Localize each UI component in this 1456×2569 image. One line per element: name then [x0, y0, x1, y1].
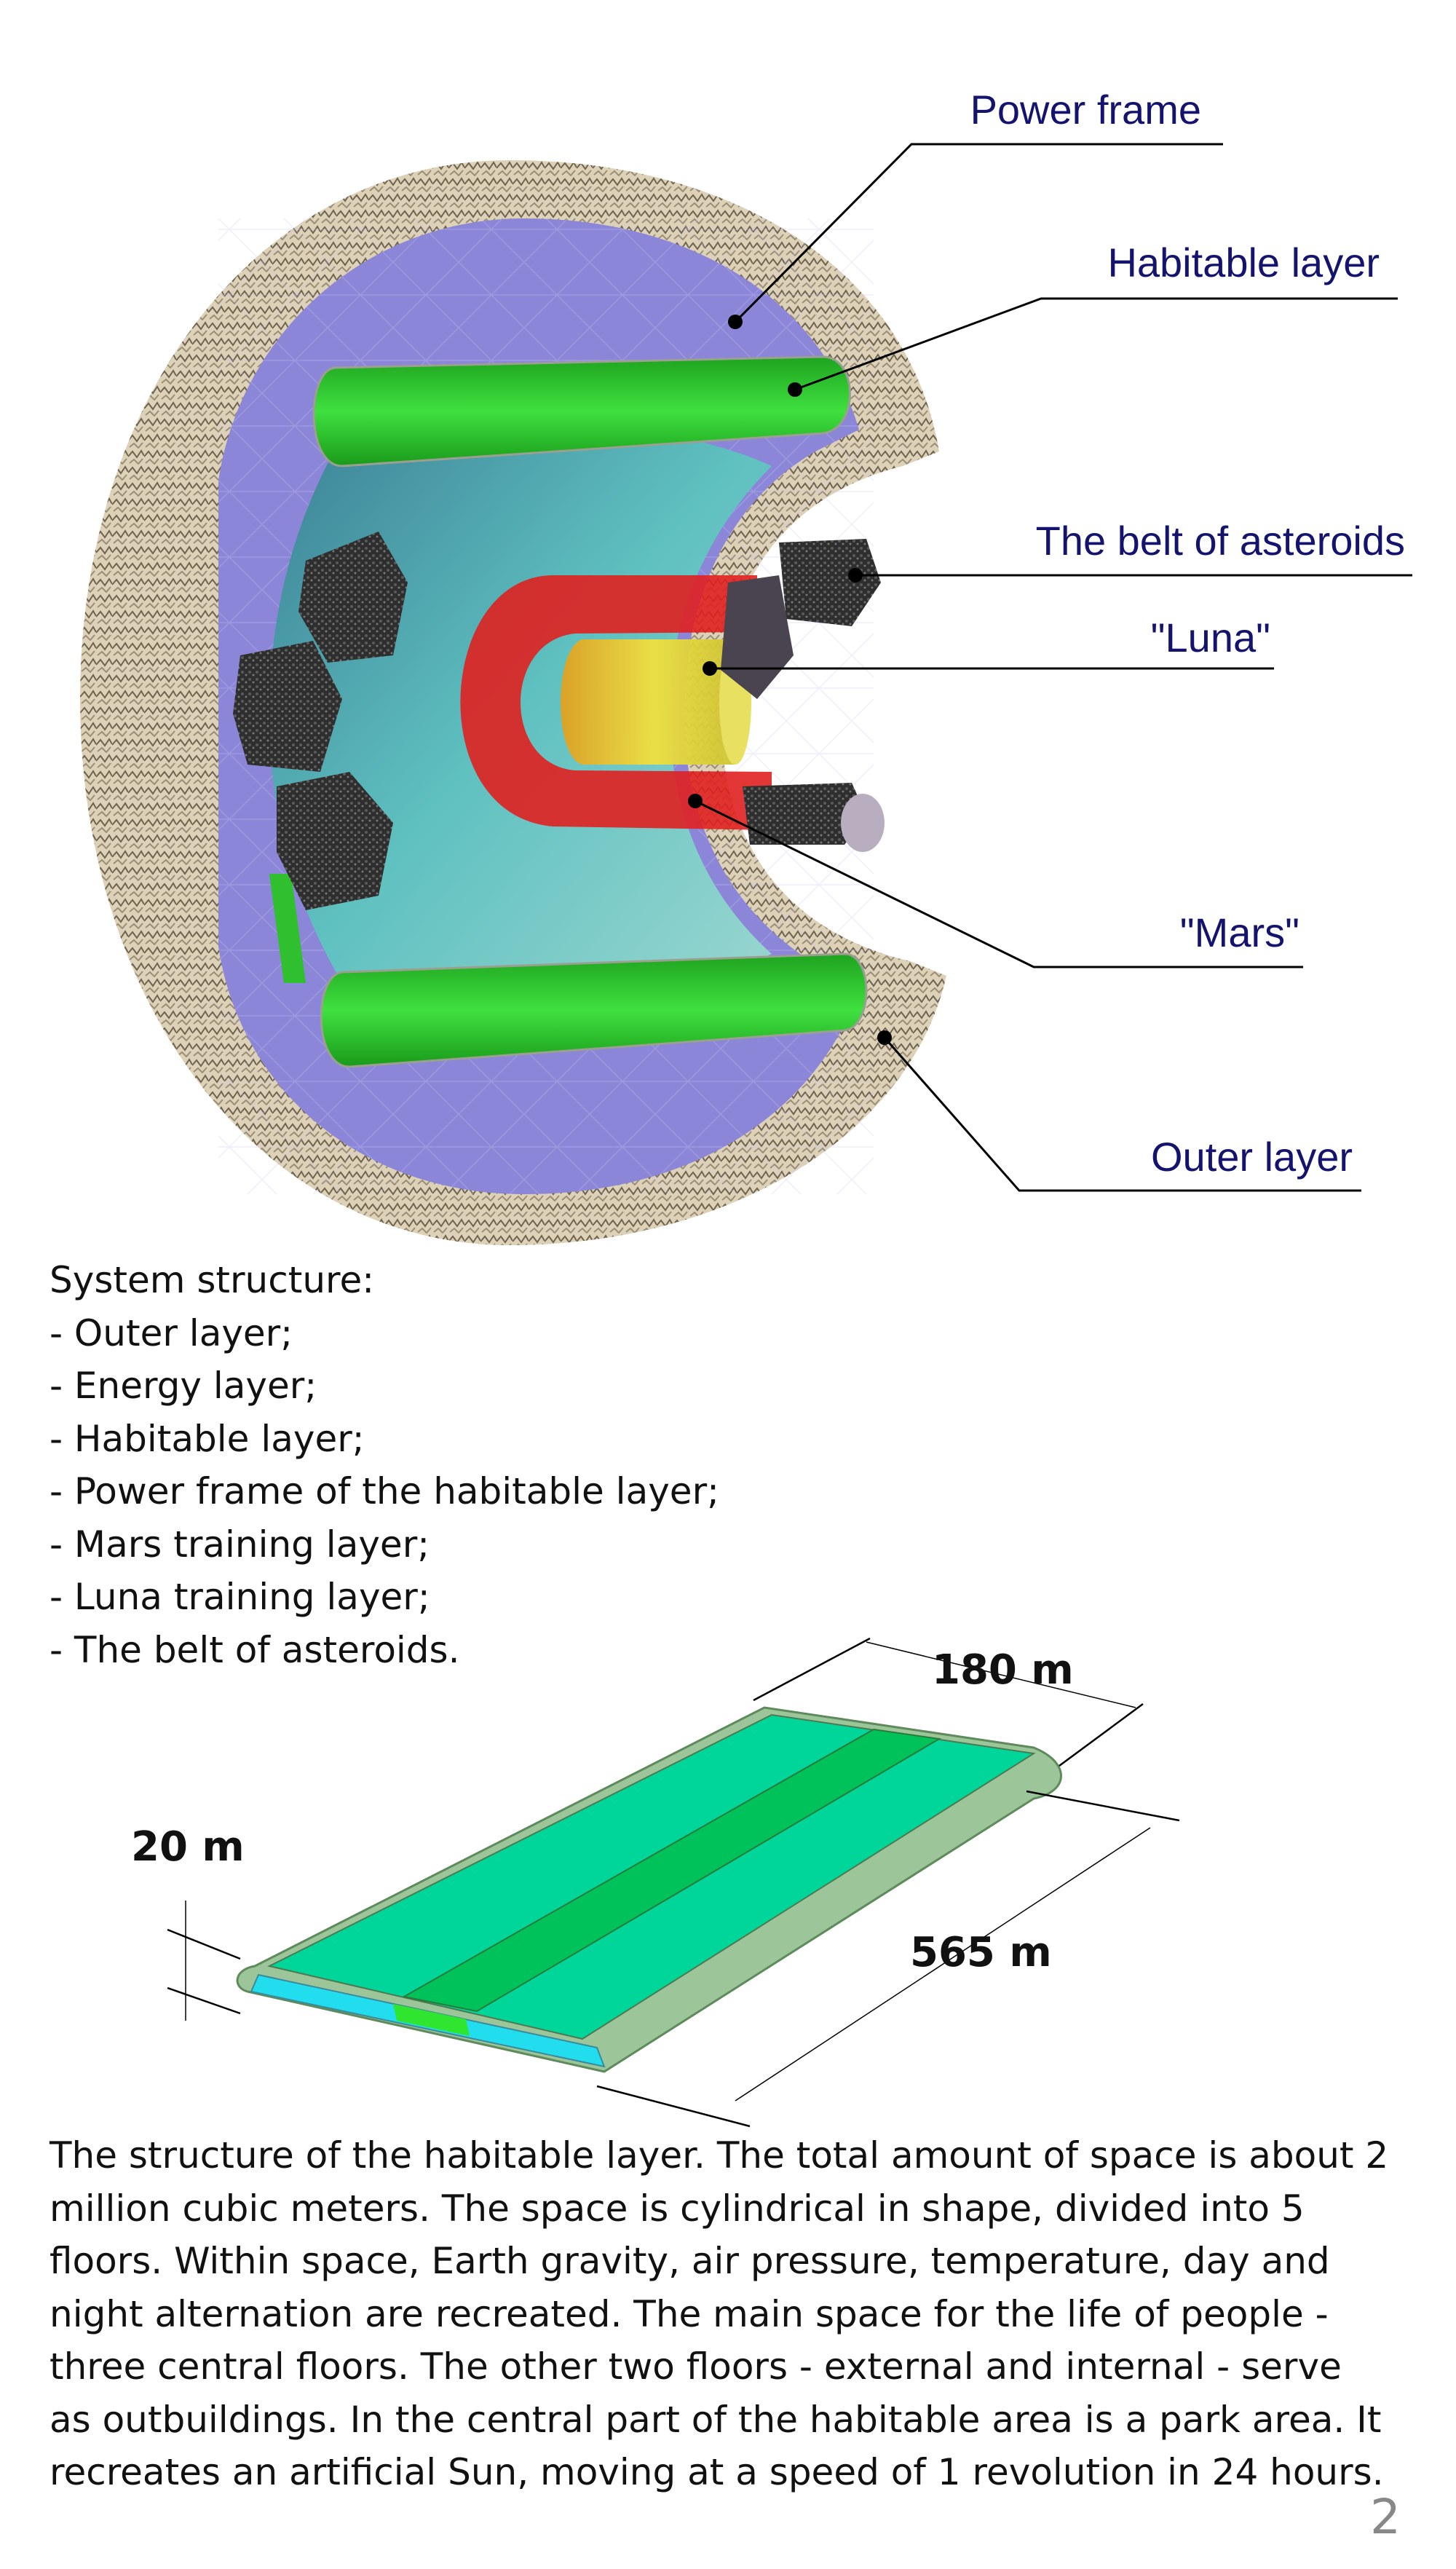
- leader-dots: [688, 315, 892, 1045]
- label-luna: "Luna": [1151, 615, 1270, 660]
- habitable-band-left: [269, 874, 306, 983]
- structure-item: - Luna training layer;: [50, 1576, 430, 1618]
- structure-item: - Outer layer;: [50, 1311, 293, 1354]
- description-line: night alternation are recreated. The mai…: [50, 2292, 1329, 2335]
- label-habitable-layer: Habitable layer: [1107, 240, 1380, 285]
- dimension-height: 20 m: [131, 1823, 245, 1871]
- description-line: floors. Within space, Earth gravity, air…: [50, 2240, 1330, 2282]
- dimension-length: 565 m: [910, 1929, 1052, 1976]
- structure-item: - The belt of asteroids.: [50, 1628, 460, 1671]
- asteroid-belt: [233, 532, 885, 910]
- mars-layer: [460, 575, 772, 830]
- dimension-width: 180 m: [932, 1646, 1074, 1694]
- structure-item: - Habitable layer;: [50, 1417, 365, 1460]
- structure-item: - Energy layer;: [50, 1365, 317, 1407]
- dimension-lines: [167, 1637, 1180, 2128]
- description-line: three central floors. The other two floo…: [50, 2345, 1342, 2388]
- sphere-diagram: Power frame Habitable layer The belt of …: [80, 87, 1412, 1245]
- leader-lines: [695, 143, 1412, 1192]
- system-structure-list: System structure: - Outer layer; - Energ…: [50, 1254, 719, 1676]
- slab-stripe: [402, 1728, 941, 2013]
- label-belt-of-asteroids: The belt of asteroids: [1036, 518, 1405, 564]
- luna-layer: [561, 639, 746, 765]
- habitable-band-top: [312, 355, 851, 467]
- description-line: million cubic meters. The space is cylin…: [50, 2187, 1305, 2230]
- habitable-layer-description: The structure of the habitable layer. Th…: [50, 2129, 1418, 2499]
- label-outer-layer: Outer layer: [1151, 1134, 1353, 1180]
- slab-front-stripe: [393, 2004, 470, 2036]
- label-power-frame: Power frame: [970, 87, 1201, 133]
- structure-item: - Mars training layer;: [50, 1523, 430, 1566]
- description-line: as outbuildings. In the central part of …: [50, 2398, 1382, 2441]
- page-number: 2: [1370, 2489, 1401, 2545]
- shell-notch: [939, 727, 961, 773]
- description-line: recreates an artificial Sun, moving at a…: [50, 2451, 1384, 2493]
- description-line: The structure of the habitable layer. Th…: [50, 2134, 1389, 2177]
- habitable-slab-diagram: 180 m 20 m 565 m: [131, 1637, 1180, 2128]
- label-mars: "Mars": [1180, 909, 1299, 955]
- habitable-band-bottom: [320, 952, 868, 1068]
- structure-heading: System structure:: [50, 1259, 375, 1301]
- structure-item: - Power frame of the habitable layer;: [50, 1470, 719, 1512]
